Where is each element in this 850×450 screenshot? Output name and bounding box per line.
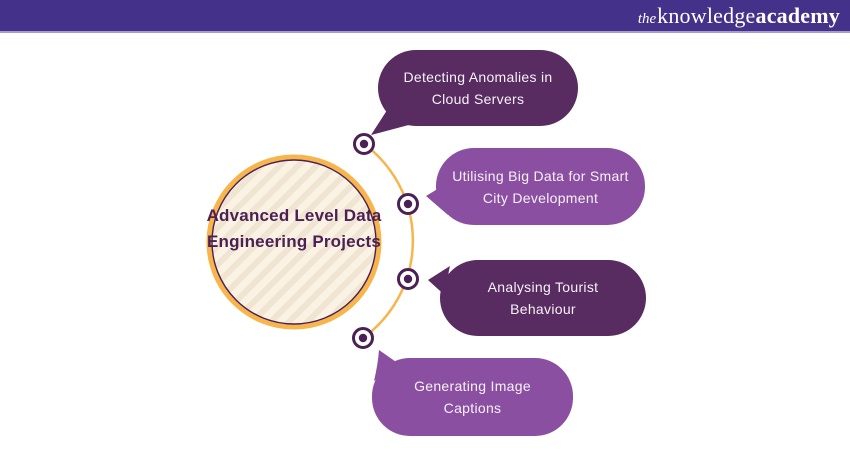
connector-dot-3 bbox=[397, 268, 419, 290]
bubble-tourist-behaviour: Analysing Tourist Behaviour bbox=[440, 260, 646, 336]
connector-dot-2 bbox=[397, 193, 419, 215]
brand-logo-the: the bbox=[637, 10, 657, 27]
bubble-detecting-anomalies: Detecting Anomalies in Cloud Servers bbox=[378, 50, 578, 126]
bubble-image-captions: Generating Image Captions bbox=[372, 358, 573, 436]
connector-dot-4 bbox=[352, 327, 374, 349]
bubble-label: Detecting Anomalies in Cloud Servers bbox=[403, 69, 553, 107]
connector-dot-1 bbox=[353, 133, 375, 155]
bubble-label: Generating Image Captions bbox=[414, 378, 531, 416]
brand-logo-knowledge: knowledge bbox=[657, 2, 756, 28]
brand-logo-academy: academy bbox=[755, 2, 840, 28]
bubble-label: Utilising Big Data for Smart City Develo… bbox=[452, 167, 629, 206]
connector-arc bbox=[362, 142, 415, 340]
central-circle bbox=[206, 154, 382, 330]
bubble-label: Analysing Tourist Behaviour bbox=[487, 279, 599, 317]
diagram-title: Advanced Level Data Engineering Projects bbox=[206, 206, 382, 251]
bubble-big-data-smart-city: Utilising Big Data for Smart City Develo… bbox=[436, 148, 645, 225]
